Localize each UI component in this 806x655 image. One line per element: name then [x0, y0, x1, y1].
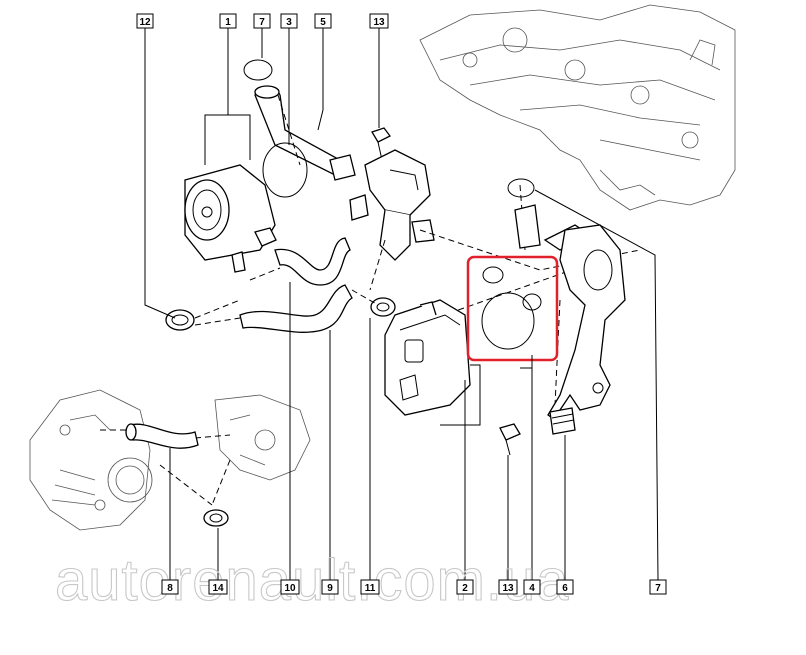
highlight-box [466, 255, 559, 362]
engine-lower-outline [29, 389, 311, 531]
hose-bottom [125, 423, 199, 449]
callout-label: 7 [655, 583, 661, 594]
leader-lines [144, 28, 659, 581]
callout-label: 4 [529, 583, 535, 594]
hose-middle [274, 237, 351, 286]
hose-clamp-right [370, 297, 396, 317]
heat-exchanger [384, 299, 471, 416]
callout-8: 8 [161, 579, 179, 595]
coolant-manifold [329, 149, 435, 261]
callout-10: 10 [280, 579, 300, 595]
callout-label: 3 [286, 17, 292, 28]
callout-13-bottom: 13 [498, 579, 518, 595]
callout-label: 13 [373, 17, 385, 28]
callout-label: 11 [365, 583, 376, 594]
watermark-text: autorenault.com.ua [55, 548, 570, 613]
callout-1: 1 [219, 13, 237, 29]
callout-2: 2 [456, 579, 474, 595]
o-ring-top [243, 59, 273, 81]
callout-label: 7 [259, 17, 265, 28]
bolt-lower [499, 423, 521, 456]
hose-upper [254, 85, 341, 176]
callout-label: 2 [462, 583, 468, 594]
hose-clamp-left [165, 309, 195, 331]
callout-4: 4 [523, 579, 541, 595]
hose-clamp-bottom [203, 509, 229, 527]
callout-label: 9 [327, 583, 333, 594]
callout-12: 12 [136, 13, 154, 29]
oil-cooler [184, 164, 277, 273]
callout-label: 12 [139, 17, 151, 28]
callout-label: 8 [167, 583, 173, 594]
callout-14: 14 [208, 579, 228, 595]
callout-label: 13 [502, 583, 514, 594]
callout-label: 10 [284, 583, 296, 594]
callout-label: 14 [212, 583, 224, 594]
callout-label: 5 [320, 17, 326, 28]
callout-9: 9 [321, 579, 339, 595]
gasket-set [481, 266, 542, 350]
coolant-pipe-bracket [514, 204, 626, 435]
callout-7-top: 7 [253, 13, 271, 29]
callout-label: 6 [562, 583, 568, 594]
callout-13-top: 13 [369, 13, 389, 29]
o-ring-right [507, 178, 535, 198]
engine-block-outline [419, 4, 736, 211]
callout-3: 3 [280, 13, 298, 29]
callout-11: 11 [360, 579, 380, 595]
callout-7-bottom: 7 [649, 579, 667, 595]
callout-label: 1 [225, 17, 231, 28]
callout-6: 6 [556, 579, 574, 595]
callout-5: 5 [314, 13, 332, 29]
o-ring-large [262, 142, 308, 198]
hose-lower [239, 284, 353, 333]
